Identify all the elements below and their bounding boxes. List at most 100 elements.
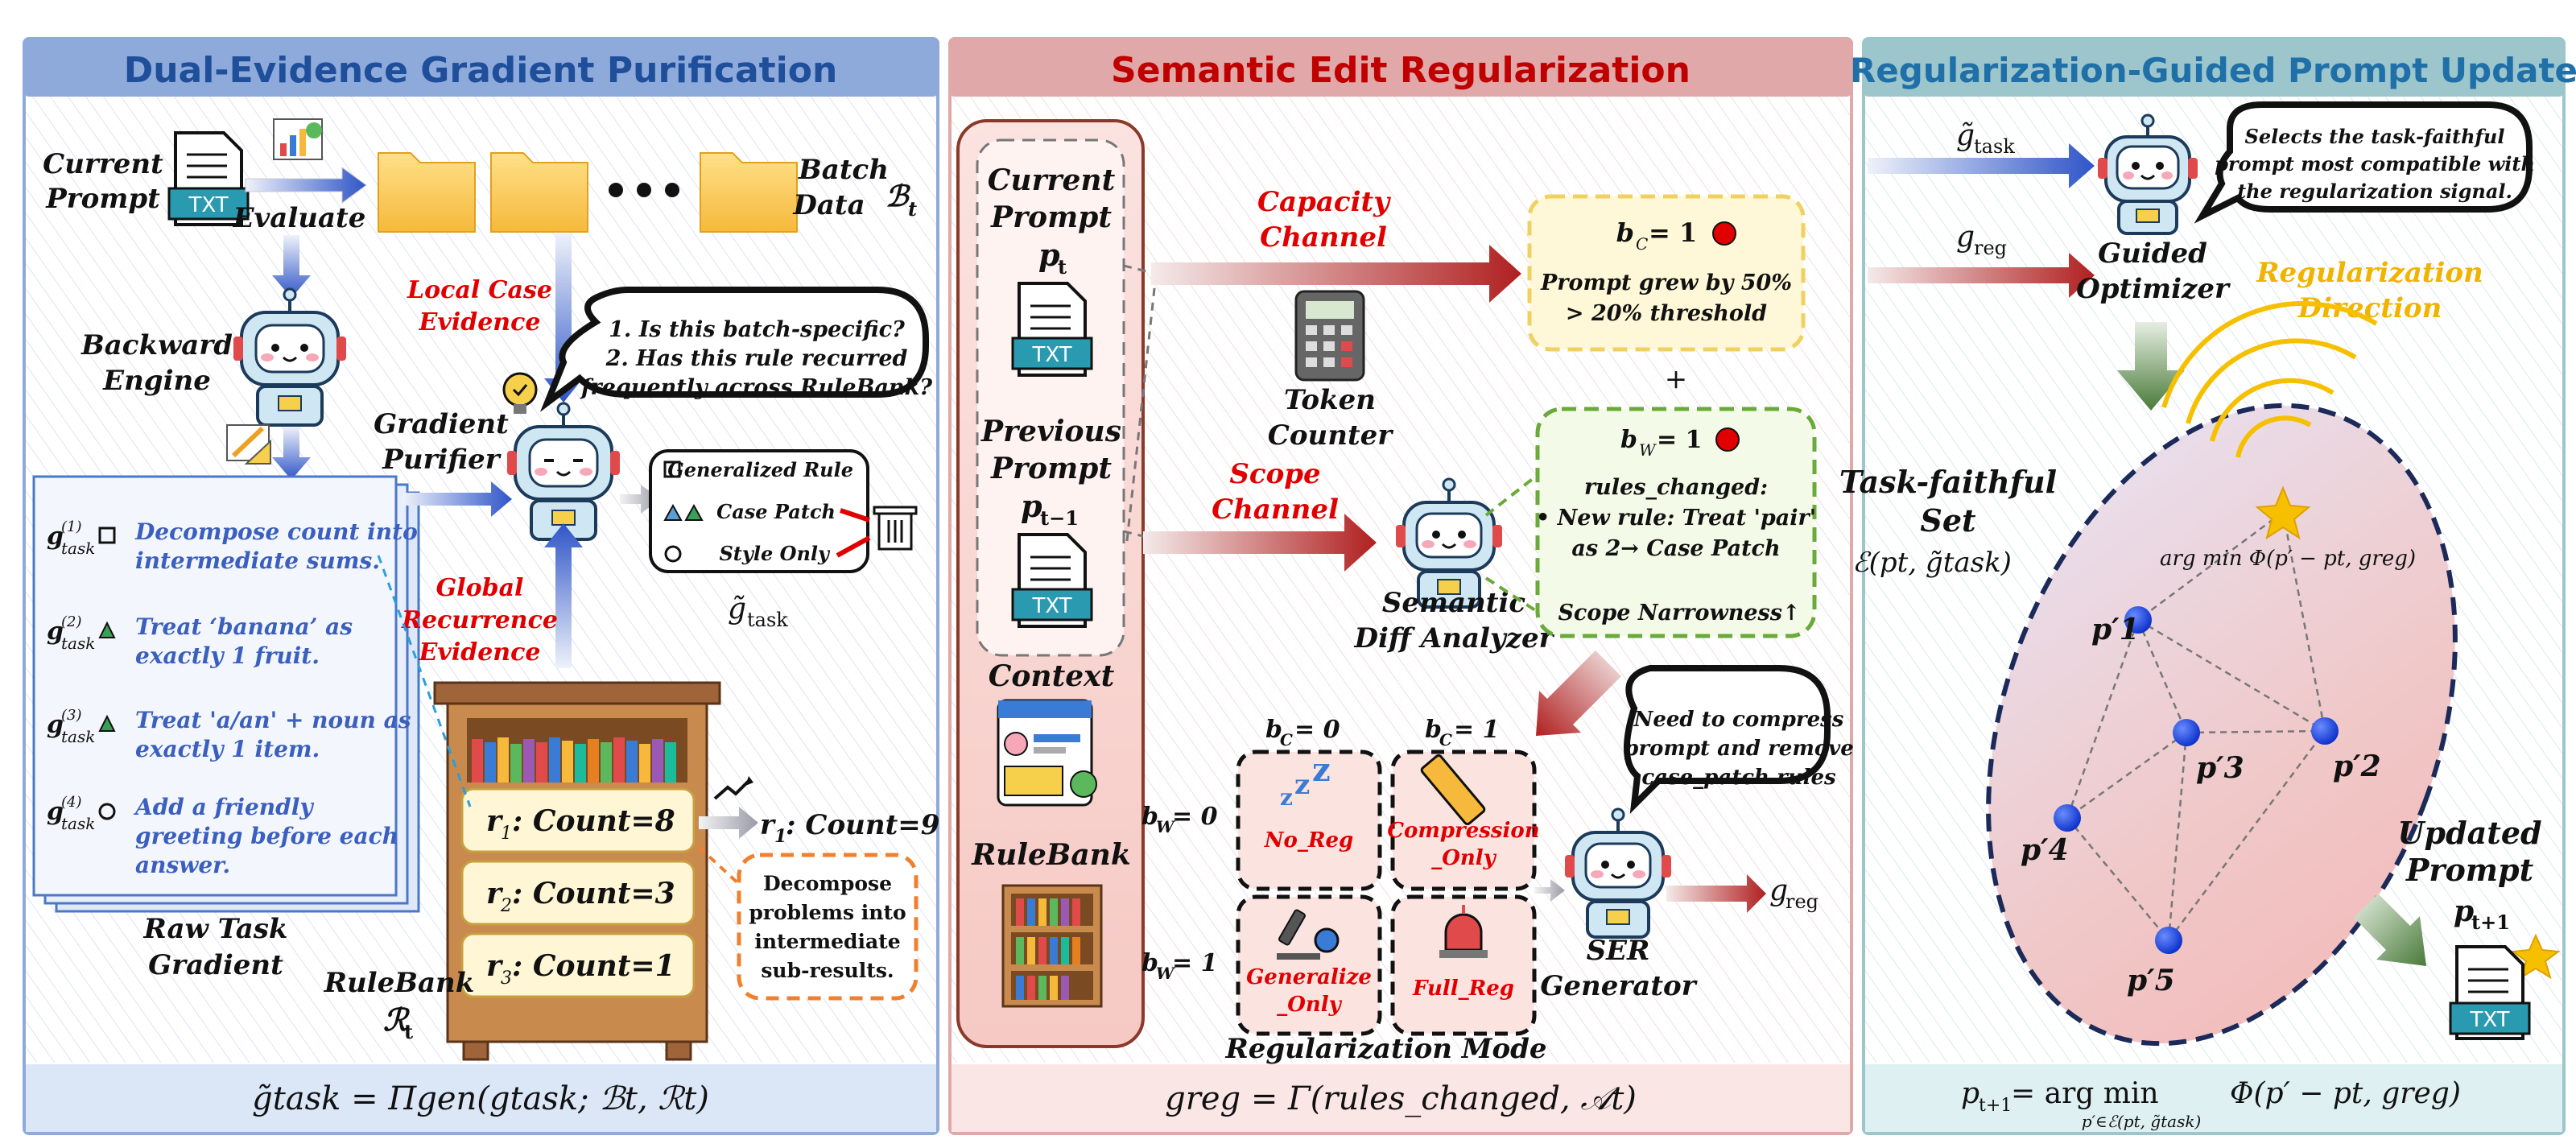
optimizer-speech-bubble: Selects the task-faithful prompt most co… xyxy=(2194,101,2535,224)
svg-text:Evaluate: Evaluate xyxy=(233,202,366,234)
gradient-purifier-label: Gradient Purifier xyxy=(374,408,509,476)
candidate-point: p′5 xyxy=(2127,927,2182,997)
svg-text:reg: reg xyxy=(1785,890,1818,913)
pencil-ruler-icon xyxy=(226,424,271,465)
task-faithful-set-label: Task-faithful Set ℰ(pt, g̃task) xyxy=(1839,464,2057,579)
svg-text:Prompt: Prompt xyxy=(45,183,160,215)
svg-text:t: t xyxy=(404,1020,413,1043)
evaluate-label: Evaluate xyxy=(233,202,366,234)
guided-optimizer-label: Guided Optimizer xyxy=(2076,237,2231,305)
arrow-batch-to-purifier xyxy=(544,233,583,403)
left-panel-title: Dual-Evidence Gradient Purification xyxy=(124,50,838,91)
svg-text:Updated: Updated xyxy=(2397,815,2541,851)
svg-text:t: t xyxy=(908,197,917,221)
svg-text:Channel: Channel xyxy=(1260,221,1387,254)
task-faithful-set-ellipse xyxy=(1986,403,2458,1047)
gradient-symbol: g xyxy=(47,798,64,826)
ser-generator-robot-icon xyxy=(1565,807,1671,939)
svg-text:C: C xyxy=(1636,234,1648,254)
rule-symbol: r xyxy=(486,949,504,983)
rule-count: : Count=8 xyxy=(512,804,675,838)
svg-text:TXT: TXT xyxy=(2469,1008,2509,1032)
token-counter-label: Token Counter xyxy=(1268,384,1394,452)
svg-text:_Only: _Only xyxy=(1277,993,1342,1017)
svg-text:= 0: = 0 xyxy=(1172,803,1218,831)
svg-text:Need to compress: Need to compress xyxy=(1633,708,1844,732)
gradient-superscript: (1) xyxy=(61,518,82,535)
candidate-network-edges xyxy=(2066,510,2326,941)
middle-panel-title: Semantic Edit Regularization xyxy=(1111,50,1690,91)
svg-text:= 1: = 1 xyxy=(1657,426,1702,454)
svg-text:Generator: Generator xyxy=(1540,970,1697,1002)
candidate-label: p′3 xyxy=(2196,751,2244,785)
candidate-dot xyxy=(2054,804,2081,832)
arrow-optimizer-to-set xyxy=(2117,322,2185,411)
svg-text:Decompose: Decompose xyxy=(763,872,892,895)
gradient-symbol: g xyxy=(47,617,64,646)
svg-text:Current: Current xyxy=(988,163,1116,197)
svg-text:W: W xyxy=(1639,440,1657,460)
calculator-icon xyxy=(1294,290,1365,382)
svg-text:r: r xyxy=(760,809,776,841)
gradient-text-line: Add a friendly xyxy=(133,794,314,820)
rulebank-label: RuleBank ℛ t xyxy=(324,967,475,1043)
bc-capacity-box: b C = 1 Prompt grew by 50% > 20% thresho… xyxy=(1527,194,1806,352)
mode-generalize-only: Generalize _Only xyxy=(1246,965,1372,1017)
capacity-channel-label: Capacity Channel xyxy=(1257,186,1391,254)
svg-text:p: p xyxy=(1021,488,1042,524)
svg-text:TXT: TXT xyxy=(1031,594,1071,618)
current-prompt-document-icon: TXT xyxy=(167,131,250,226)
capacity-channel-arrow xyxy=(1151,245,1521,303)
gradient-text-line: answer. xyxy=(135,852,230,878)
g-reg-right-label: g reg xyxy=(1956,221,2007,259)
svg-text:Prompt: Prompt xyxy=(2405,852,2534,888)
svg-text:b: b xyxy=(1265,716,1282,744)
dashed-link-analyzer-to-bw xyxy=(1484,473,1539,613)
current-prompt-label: Current Prompt xyxy=(43,148,163,215)
svg-text:Capacity: Capacity xyxy=(1257,186,1391,218)
svg-text:: Count=9: : Count=9 xyxy=(786,809,939,841)
siren-icon xyxy=(1439,905,1488,958)
svg-text:problems into: problems into xyxy=(749,901,906,924)
ser-generator-label: SER Generator xyxy=(1540,935,1697,1002)
svg-text:prompt and remove: prompt and remove xyxy=(1624,737,1854,761)
svg-text:b: b xyxy=(1425,716,1442,744)
svg-text:b: b xyxy=(1141,803,1158,831)
svg-text:Local Case: Local Case xyxy=(407,276,552,304)
question-speech-bubble: 1. Is this batch-specific? 2. Has this r… xyxy=(539,287,933,412)
mode-compression-only: Compression _Only xyxy=(1387,819,1539,870)
g-tilde-task-right-label: g̃ task xyxy=(1956,119,2015,158)
mode-row-headers: b W = 0 b W = 1 xyxy=(1141,803,1218,983)
svg-text:Batch: Batch xyxy=(798,154,889,186)
svg-text:Evidence: Evidence xyxy=(419,638,541,667)
mode-column-headers: b C = 0 b C = 1 xyxy=(1265,716,1499,750)
raw-task-gradient-card xyxy=(32,475,420,913)
current-prompt-mid-document-icon: TXT xyxy=(1011,282,1093,377)
svg-text:TXT: TXT xyxy=(188,193,228,217)
left-formula: g̃task = Πgen(gtask; ℬt, ℛt) xyxy=(252,1080,709,1117)
rule-symbol: r xyxy=(486,804,504,838)
plus-sign: + xyxy=(1665,363,1688,395)
arrow-mode-to-ser xyxy=(1534,879,1565,902)
dashed-link-gradient-to-rule xyxy=(377,555,472,807)
svg-text:ℛ: ℛ xyxy=(383,1001,411,1038)
rule-index: 2 xyxy=(500,896,512,916)
svg-text:p: p xyxy=(2454,894,2474,928)
g-reg-output-label: g reg xyxy=(1769,874,1818,913)
guided-optimizer-robot-icon xyxy=(2098,114,2198,235)
candidate-label: p′1 xyxy=(2091,613,2140,646)
rule-index: 3 xyxy=(501,968,512,989)
candidate-points: p′1p′2p′3p′4p′5 xyxy=(2021,606,2381,997)
scope-channel-arrow xyxy=(1143,514,1377,572)
svg-text:Channel: Channel xyxy=(1212,493,1339,526)
arrow-rule-to-updated xyxy=(699,807,758,839)
svg-text:Generalize: Generalize xyxy=(1246,965,1372,989)
case-patch-marker xyxy=(98,621,116,638)
updated-prompt-label: Updated Prompt p t+1 xyxy=(2397,815,2541,934)
rule-count: : Count=3 xyxy=(512,877,675,911)
gradient-subscript: task xyxy=(61,727,95,746)
